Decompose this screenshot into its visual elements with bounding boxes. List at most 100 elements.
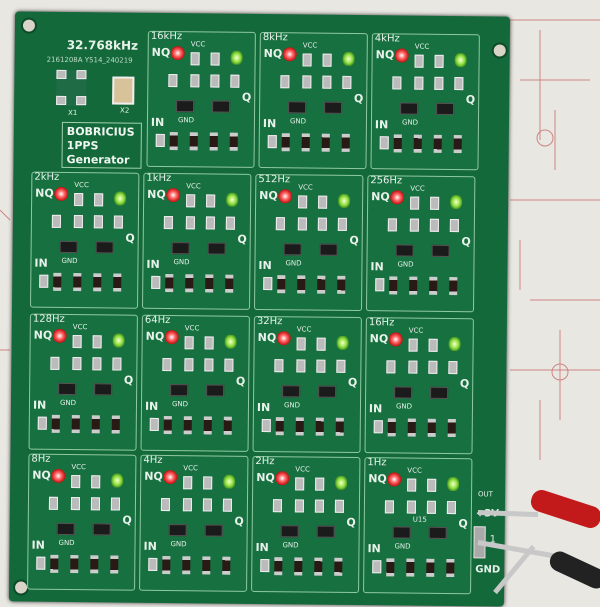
divider-module: 2kHz NQ IN Q VCC GND xyxy=(30,171,140,309)
smd-component xyxy=(70,497,81,511)
diode xyxy=(341,133,350,152)
smd-component xyxy=(263,277,273,291)
smd-component xyxy=(372,560,382,574)
q-label: Q xyxy=(125,231,135,245)
ic-chip xyxy=(58,382,77,396)
in-label: IN xyxy=(143,539,157,553)
ic-chip xyxy=(171,242,190,255)
in-label: IN xyxy=(262,117,277,131)
smd-component xyxy=(210,74,220,88)
ic-chip xyxy=(170,384,189,397)
module-frequency: 4Hz xyxy=(143,454,163,466)
ic-chip xyxy=(392,526,411,539)
diode xyxy=(91,415,100,434)
green-led xyxy=(335,475,348,490)
vcc-label: VCC xyxy=(71,463,86,472)
smd-component xyxy=(204,358,214,372)
title-line: Generator xyxy=(66,152,130,167)
q-label: Q xyxy=(459,377,470,391)
smd-component xyxy=(71,475,81,489)
smd-component xyxy=(168,74,178,88)
diode xyxy=(229,132,238,151)
smd-component xyxy=(182,498,193,512)
smd-component xyxy=(297,217,307,231)
diode xyxy=(453,135,462,154)
nq-label: NQ xyxy=(256,470,275,485)
divider-module: 1kHz NQ IN Q VCC GND xyxy=(141,172,252,310)
green-led xyxy=(112,333,125,348)
ic-chip xyxy=(318,385,337,398)
divider-module: 4Hz NQ IN Q VCC GND xyxy=(139,454,249,592)
nq-label: NQ xyxy=(151,45,171,60)
smd-component xyxy=(342,75,352,89)
smd-component xyxy=(414,54,424,68)
green-led xyxy=(338,193,351,208)
q-label: Q xyxy=(465,93,476,107)
diode xyxy=(209,132,218,151)
smd-component xyxy=(72,335,82,349)
smd-component xyxy=(184,336,194,350)
diode xyxy=(321,133,330,152)
smd-component xyxy=(272,499,283,513)
smd-component xyxy=(316,359,326,373)
out-label: OUT xyxy=(478,490,494,499)
nq-label: NQ xyxy=(35,186,54,200)
diode xyxy=(182,556,191,575)
diode xyxy=(169,132,178,151)
smd-component xyxy=(448,360,458,375)
in-label: IN xyxy=(31,538,45,552)
module-frequency: 64Hz xyxy=(144,314,171,327)
ic-chip xyxy=(212,100,231,113)
diode xyxy=(449,276,458,296)
smd-component xyxy=(386,360,396,374)
diode xyxy=(409,276,418,295)
diode xyxy=(427,418,436,437)
ic-chip xyxy=(207,242,226,255)
diode xyxy=(73,273,82,292)
crystal-section: 32.768kHz 2161208A Y514_240219 X1 X2 xyxy=(47,32,147,123)
diode xyxy=(315,417,324,436)
diode xyxy=(50,554,59,573)
gnd-label: GND xyxy=(401,118,419,127)
module-frequency: 1kHz xyxy=(146,172,172,185)
smd-component xyxy=(183,476,193,490)
gnd-label: GND xyxy=(285,259,302,268)
in-label: IN xyxy=(370,260,384,274)
smd-component xyxy=(48,496,59,510)
output-connector: OUT +3V 1 GND xyxy=(471,484,512,584)
diode xyxy=(203,416,212,435)
crystal-x2 xyxy=(112,76,135,105)
ic-chip xyxy=(324,101,343,114)
module-frequency: 8kHz xyxy=(262,32,288,44)
green-led xyxy=(230,50,243,65)
smd-component xyxy=(90,497,101,511)
ic-chip xyxy=(206,384,225,397)
red-led xyxy=(390,190,405,205)
vcc-label: VCC xyxy=(186,182,201,191)
q-label: Q xyxy=(461,235,471,249)
smd-component xyxy=(110,497,121,511)
ic-chip xyxy=(280,525,299,538)
diode xyxy=(386,558,395,577)
smd-component xyxy=(73,215,83,229)
crystal-frequency-label: 32.768kHz xyxy=(66,37,139,53)
smd-component xyxy=(275,217,285,231)
diode xyxy=(183,416,192,435)
x1-label: X1 xyxy=(68,108,78,118)
red-led xyxy=(282,47,297,62)
in-label: IN xyxy=(150,115,165,129)
in-label: IN xyxy=(34,256,48,270)
nq-label: NQ xyxy=(32,468,51,482)
smd-component xyxy=(260,559,270,573)
diode xyxy=(446,558,455,578)
ic-chip xyxy=(436,102,455,116)
nq-label: NQ xyxy=(257,330,277,345)
vcc-label: VCC xyxy=(302,41,318,50)
smd-component xyxy=(74,193,84,207)
divider-module: 16kHz NQ IN Q VCC GND xyxy=(146,30,256,168)
smd-component xyxy=(375,278,385,292)
green-led xyxy=(114,191,127,206)
divider-module: 256Hz NQ IN Q VCC GND xyxy=(365,175,476,313)
green-led xyxy=(224,334,237,349)
vcc-label: VCC xyxy=(296,325,312,334)
